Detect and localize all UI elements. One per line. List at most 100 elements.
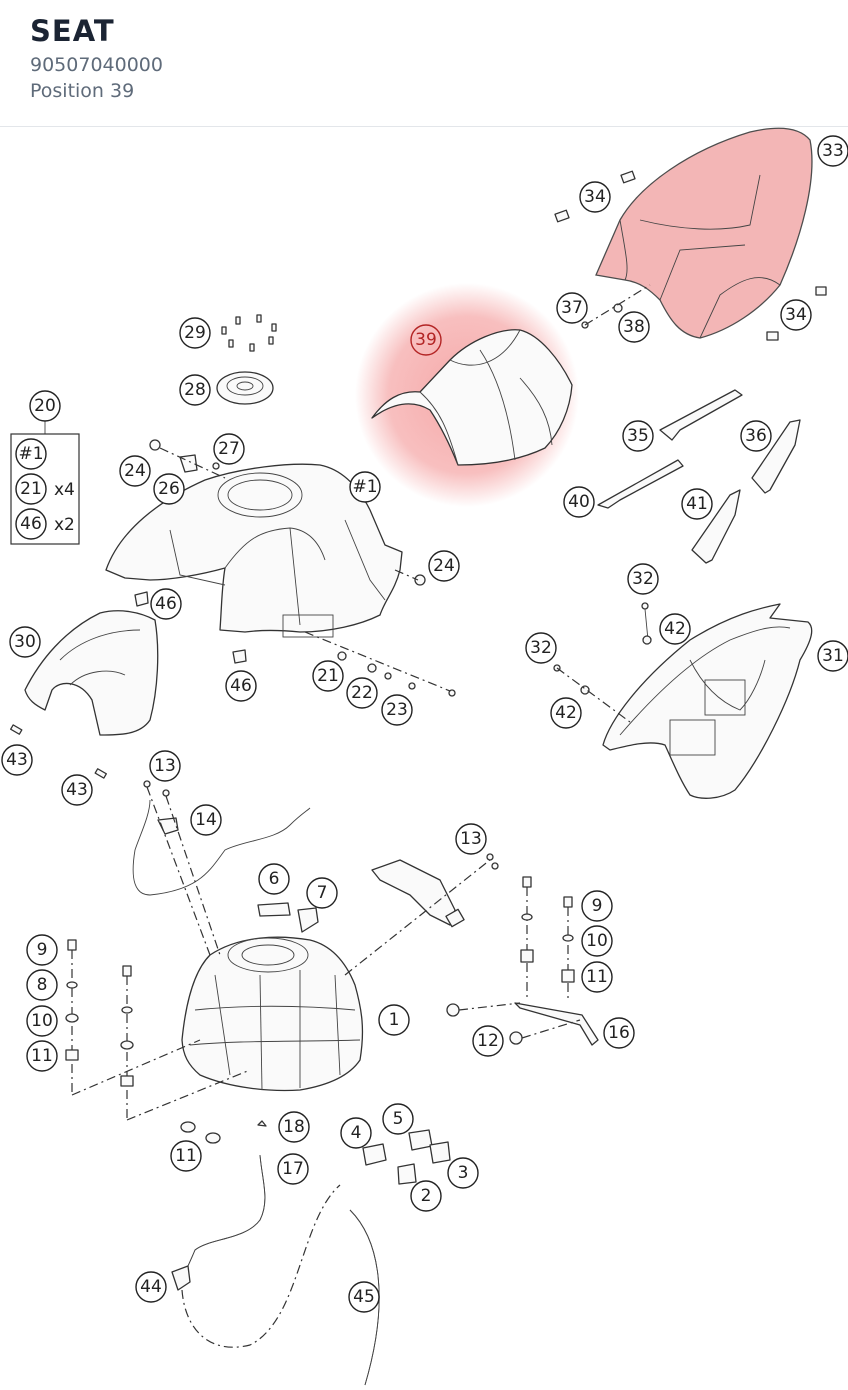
callout-13[interactable]: 13 (149, 750, 181, 782)
part-9-10-11-right-stack[interactable] (520, 876, 575, 1000)
callout-36[interactable]: 36 (740, 420, 772, 452)
part-17-18-44-45-hoses[interactable] (171, 1120, 380, 1386)
callout-14[interactable]: 14 (190, 804, 222, 836)
callout-28[interactable]: 28 (179, 374, 211, 406)
callout-4[interactable]: 4 (340, 1117, 372, 1149)
callout-42[interactable]: 42 (659, 613, 691, 645)
part-29-screws[interactable] (221, 314, 277, 352)
callout-8[interactable]: 8 (26, 969, 58, 1001)
part-2-5-pads[interactable] (362, 1129, 451, 1185)
callout-41[interactable]: 41 (681, 488, 713, 520)
callout-31[interactable]: 31 (817, 640, 848, 672)
svg-text:33: 33 (822, 141, 844, 161)
part-13-14-fuel-line[interactable] (132, 780, 311, 956)
part-21-22-23-fasteners[interactable] (304, 631, 456, 697)
callout-46[interactable]: 46 (150, 588, 182, 620)
callout-3[interactable]: 3 (447, 1157, 479, 1189)
callout-34[interactable]: 34 (780, 299, 812, 331)
callout-43[interactable]: 43 (61, 774, 93, 806)
part-30-cover[interactable] (24, 610, 159, 736)
callout-46[interactable]: 46 (225, 670, 257, 702)
callout-32[interactable]: 32 (627, 563, 659, 595)
callout-22[interactable]: 22 (346, 677, 378, 709)
callout-30[interactable]: 30 (9, 626, 41, 658)
part-40-bracket[interactable] (597, 459, 684, 509)
part-28-fuel-cap[interactable] (216, 371, 274, 405)
callout-33[interactable]: 33 (817, 135, 848, 167)
part-35-bracket[interactable] (659, 389, 743, 441)
callout-27[interactable]: 27 (213, 433, 245, 465)
callout-12[interactable]: 12 (472, 1025, 504, 1057)
callout-29[interactable]: 29 (179, 317, 211, 349)
callout-24[interactable]: 24 (119, 455, 151, 487)
callout-44[interactable]: 44 (135, 1271, 167, 1303)
callout-39[interactable]: 39 (410, 324, 442, 356)
part-46-clips[interactable] (134, 591, 247, 664)
svg-text:37: 37 (561, 298, 583, 318)
part-43-clips[interactable] (10, 724, 107, 779)
callout-6[interactable]: 6 (258, 863, 290, 895)
part-36-bracket[interactable] (751, 419, 801, 494)
svg-text:35: 35 (627, 426, 649, 446)
part-33-rear-seat[interactable] (595, 127, 813, 339)
callout-18[interactable]: 18 (278, 1111, 310, 1143)
callout-45[interactable]: 45 (348, 1281, 380, 1313)
callout-10[interactable]: 10 (26, 1005, 58, 1037)
part-41-bracket[interactable] (691, 489, 741, 564)
callout-11[interactable]: 11 (26, 1040, 58, 1072)
callout-20[interactable]: 20 (29, 390, 61, 422)
part-24-26-27-fasteners[interactable] (149, 439, 426, 586)
callout-34[interactable]: 34 (579, 181, 611, 213)
part-31-rear-frame[interactable] (602, 603, 813, 799)
part-32-42-fasteners[interactable] (553, 602, 652, 723)
callout-40[interactable]: 40 (563, 486, 595, 518)
callout-7[interactable]: 7 (306, 877, 338, 909)
svg-text:41: 41 (686, 494, 708, 514)
svg-text:46: 46 (20, 514, 42, 534)
part-6-7-pads[interactable] (257, 902, 319, 933)
part-1-tank-cover[interactable] (105, 463, 403, 638)
callout-10[interactable]: 10 (581, 925, 613, 957)
callout-11[interactable]: 11 (170, 1140, 202, 1172)
svg-text:6: 6 (269, 869, 280, 889)
part-39-seat[interactable] (371, 329, 573, 466)
callout-42[interactable]: 42 (550, 697, 582, 729)
callout-1[interactable]: 1 (378, 1004, 410, 1036)
callout-38[interactable]: 38 (618, 311, 650, 343)
part-11-grommets[interactable] (180, 1121, 221, 1144)
callout-26[interactable]: 26 (153, 473, 185, 505)
part-16-bracket[interactable] (446, 1002, 599, 1046)
legend-qty-21: x4 (54, 480, 75, 500)
callout-5[interactable]: 5 (382, 1103, 414, 1135)
callout-35[interactable]: 35 (622, 420, 654, 452)
svg-text:29: 29 (184, 323, 206, 343)
callout-9[interactable]: 9 (581, 890, 613, 922)
part-13-pump-bracket[interactable] (344, 853, 499, 976)
svg-text:11: 11 (31, 1046, 53, 1066)
part-1-fuel-tank[interactable] (181, 936, 364, 1092)
callout-43[interactable]: 43 (1, 744, 33, 776)
legend-item-21[interactable]: 21 (15, 473, 47, 505)
part-34-clips[interactable] (554, 170, 827, 341)
legend-item-46[interactable]: 46 (15, 508, 47, 540)
callout-9[interactable]: 9 (26, 934, 58, 966)
svg-text:32: 32 (530, 638, 552, 658)
callout-2[interactable]: 2 (410, 1180, 442, 1212)
callout-16[interactable]: 16 (603, 1017, 635, 1049)
part-8-9-10-11-left-stack[interactable] (65, 939, 251, 1121)
callout-13[interactable]: 13 (455, 823, 487, 855)
callout-37[interactable]: 37 (556, 292, 588, 324)
part-37-38-screws[interactable] (581, 284, 651, 329)
callout-23[interactable]: 23 (381, 694, 413, 726)
svg-text:1: 1 (389, 1010, 400, 1030)
callout-24[interactable]: 24 (428, 550, 460, 582)
callout-21[interactable]: 21 (312, 660, 344, 692)
callout-tank-cover[interactable]: #1 (349, 471, 381, 503)
svg-text:46: 46 (155, 594, 177, 614)
callout-11[interactable]: 11 (581, 961, 613, 993)
legend-item-1[interactable]: #1 (15, 438, 47, 470)
svg-text:14: 14 (195, 810, 217, 830)
svg-text:46: 46 (230, 676, 252, 696)
callout-17[interactable]: 17 (277, 1153, 309, 1185)
callout-32[interactable]: 32 (525, 632, 557, 664)
